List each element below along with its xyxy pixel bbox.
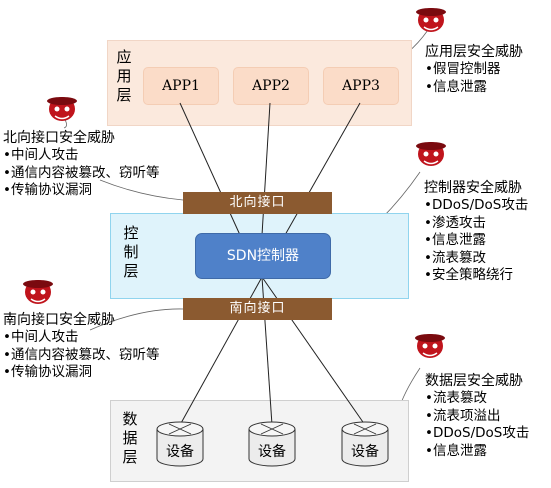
threat-item: •信息泄露 (425, 78, 487, 95)
northbound-threats: 北向接口安全威胁 •中间人攻击 •通信内容被篡改、窃听等 •传输协议漏洞 (3, 129, 159, 200)
threat-item: •流表篡改 (424, 249, 486, 266)
threat-item: •DDoS/DoS攻击 (425, 425, 530, 441)
hacker-threat-icon (415, 334, 445, 358)
device-label: 设备 (351, 444, 379, 460)
threat-item: •DDoS/DoS攻击 (424, 197, 529, 213)
controller-threats: 控制器安全威胁 •DDoS/DoS攻击 •渗透攻击 •信息泄露 •流表篡改 •安… (424, 179, 528, 285)
threat-item: •中间人攻击 (3, 329, 79, 345)
controller-threats-title: 控制器安全威胁 (424, 180, 522, 196)
threat-item: •渗透攻击 (424, 214, 486, 231)
threat-item: •流表项溢出 (425, 407, 501, 424)
application-layer-label: 应用层 (116, 48, 132, 104)
threat-item: •中间人攻击 (3, 147, 79, 163)
threat-item: •信息泄露 (425, 442, 487, 459)
device-label: 设备 (258, 444, 286, 460)
southbound-threats: 南向接口安全威胁 •中间人攻击 •通信内容被篡改、窃听等 •传输协议漏洞 (3, 311, 159, 382)
app1-box: APP1 (143, 67, 219, 105)
threat-item: •流表篡改 (425, 390, 487, 406)
app2-box: APP2 (233, 67, 309, 105)
threat-item: •传输协议漏洞 (3, 182, 92, 198)
northbound-interface-bar: 北向接口 (183, 192, 332, 214)
device-cylinder (247, 421, 297, 467)
threat-item: •假冒控制器 (425, 61, 501, 77)
application-threats-title: 应用层安全威胁 (425, 44, 523, 60)
device-icon (341, 421, 389, 467)
device-label: 设备 (166, 444, 194, 460)
data-layer-threats-title: 数据层安全威胁 (425, 373, 523, 389)
device-icon (248, 421, 296, 467)
threat-item: •通信内容被篡改、窃听等 (3, 346, 160, 363)
hacker-threat-icon (416, 8, 446, 32)
device-cylinder (155, 421, 205, 467)
device-cylinder (340, 421, 390, 467)
application-threats: 应用层安全威胁 •假冒控制器 •信息泄露 (425, 43, 523, 96)
app3-box: APP3 (323, 67, 399, 105)
threat-item: •通信内容被篡改、窃听等 (3, 164, 160, 181)
southbound-interface-bar: 南向接口 (183, 298, 332, 320)
sdn-controller-box: SDN控制器 (195, 233, 331, 279)
threat-item: •安全策略绕行 (424, 267, 513, 283)
data-layer-label: 数据层 (122, 410, 138, 466)
hacker-threat-icon (47, 97, 77, 121)
data-layer-threats: 数据层安全威胁 •流表篡改 •流表项溢出 •DDoS/DoS攻击 •信息泄露 (425, 372, 529, 460)
hacker-threat-icon (416, 142, 446, 166)
threat-item: •传输协议漏洞 (3, 364, 92, 380)
threat-item: •信息泄露 (424, 232, 486, 248)
southbound-threats-title: 南向接口安全威胁 (3, 312, 115, 328)
hacker-threat-icon (23, 280, 53, 304)
device-icon (156, 421, 204, 467)
control-layer-label: 控制层 (123, 224, 139, 280)
northbound-threats-title: 北向接口安全威胁 (3, 130, 115, 146)
